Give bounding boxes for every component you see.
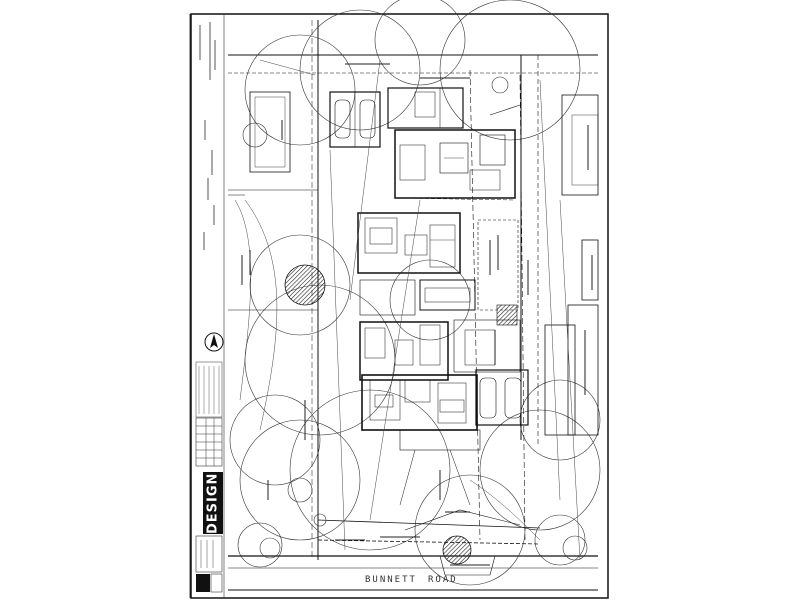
road-name-label: ROAD <box>428 575 458 585</box>
title-block <box>195 14 225 598</box>
dwelling-4 <box>361 369 529 506</box>
dwelling-2 <box>357 212 519 316</box>
dwelling-3 <box>359 304 521 381</box>
site-boundary <box>228 20 598 591</box>
sheet-border <box>190 13 609 599</box>
north-arrow-icon <box>204 332 224 352</box>
dwelling-1 <box>329 87 521 201</box>
driveway <box>404 69 526 541</box>
brand-logo: DESIGN <box>203 472 223 534</box>
car-icon <box>479 377 497 419</box>
crossover <box>439 555 496 576</box>
contour-lines <box>234 59 581 561</box>
neighbour-buildings <box>249 91 599 436</box>
car-icon <box>359 99 376 139</box>
car-icon <box>504 377 522 419</box>
annotation-marks <box>241 63 593 566</box>
road-name-label: BUNNETT <box>365 575 417 585</box>
retained-trees <box>284 264 472 565</box>
car-icon <box>334 99 351 139</box>
